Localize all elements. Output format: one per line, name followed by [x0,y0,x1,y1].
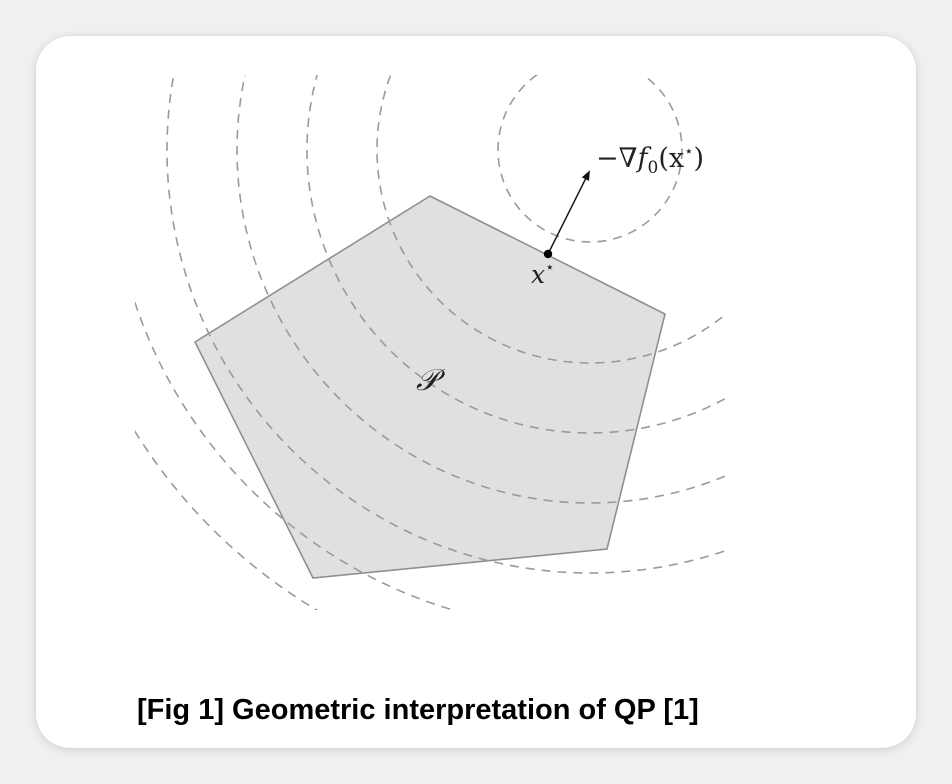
gradient-label: −∇f0(x⋆) [596,142,704,178]
gradient-arrow [547,170,590,255]
contour-line [236,75,725,504]
contour-line [306,75,725,434]
contour-line [166,75,725,574]
figure-caption: [Fig 1] Geometric interpretation of QP [… [137,694,699,726]
contour-lines [135,75,725,610]
contour-line [497,75,683,243]
optimum-label: x⋆ [531,258,555,289]
feasible-set-polygon [193,195,666,579]
optimum-point [543,249,553,259]
